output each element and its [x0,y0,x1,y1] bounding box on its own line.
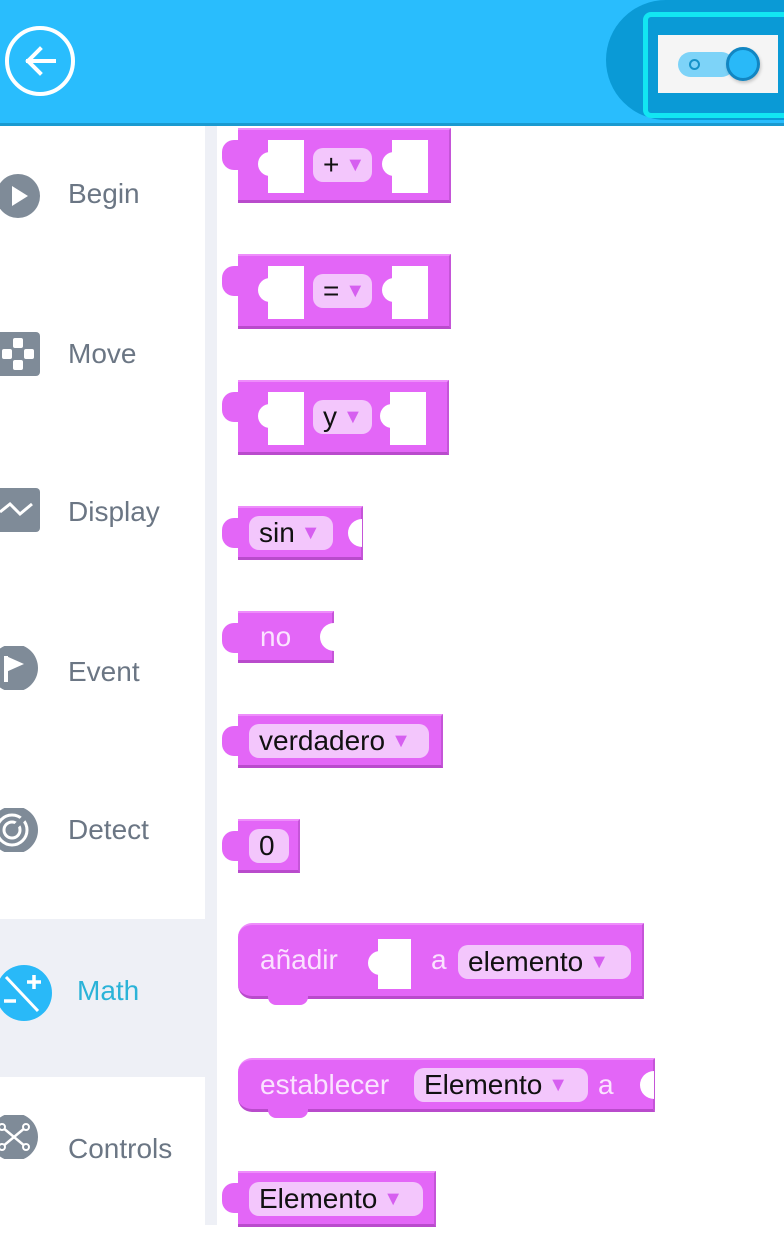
chart-line-icon [0,488,40,532]
gamepad-icon [0,332,40,376]
sidebar-item-math[interactable]: Math [0,919,217,1077]
input-socket-right[interactable] [390,392,426,445]
variable-dropdown[interactable]: Elemento▼ [249,1182,423,1216]
play-circle-icon [0,174,40,218]
toggle-card [658,35,778,93]
caret-down-icon: ▼ [589,950,609,973]
sidebar-item-move[interactable]: Move [0,284,217,442]
next-connector [268,995,308,1005]
caret-down-icon: ▼ [391,729,411,752]
sidebar-item-label: Detect [68,814,149,845]
number-input[interactable]: 0 [249,829,289,863]
network-icon [0,1115,38,1159]
input-socket-left[interactable] [268,140,304,193]
header [0,0,784,126]
sidebar-item-label: Display [68,496,160,527]
sidebar-item-label: Move [68,338,137,369]
sidebar-item-begin[interactable]: Begin [0,126,217,284]
toggle-off-indicator [689,59,700,70]
arrow-left-icon [25,46,56,76]
function-dropdown[interactable]: sin▼ [249,516,333,550]
operator-dropdown[interactable]: =▼ [313,274,372,308]
input-socket-left[interactable] [268,392,304,445]
sidebar-item-detect[interactable]: Detect [0,758,217,916]
sidebar-item-event[interactable]: Event [0,600,217,758]
input-socket[interactable] [378,939,411,989]
toggle-knob[interactable] [726,47,760,81]
operator-dropdown[interactable]: +▼ [313,148,372,182]
back-button[interactable] [5,26,75,96]
sidebar-item-label: Event [68,656,140,687]
sidebar-item-display[interactable]: Display [0,442,217,600]
sidebar-item-label: Math [77,975,140,1006]
plus-minus-icon [0,965,52,1021]
caret-down-icon: ▼ [383,1187,404,1210]
input-socket[interactable] [640,1071,654,1099]
sidebar-item-controls[interactable]: Controls [0,1077,217,1235]
toggle-switch-icon[interactable] [678,52,734,77]
sidebar-item-label: Controls [68,1133,173,1164]
boolean-dropdown[interactable]: verdadero▼ [249,724,429,758]
variable-dropdown[interactable]: elemento▼ [458,945,631,979]
variable-dropdown[interactable]: Elemento▼ [414,1068,588,1102]
caret-down-icon: ▼ [345,279,366,302]
caret-down-icon: ▼ [343,405,363,428]
radar-icon [0,808,38,852]
input-socket-left[interactable] [268,266,304,319]
input-socket[interactable] [348,519,362,547]
sidebar-item-label: Begin [68,178,140,209]
mode-toggle-button[interactable] [643,12,784,118]
flag-circle-icon [0,646,38,690]
input-socket-right[interactable] [392,140,428,193]
next-connector [268,1108,308,1118]
caret-down-icon: ▼ [300,521,321,544]
input-socket-right[interactable] [392,266,428,319]
operator-dropdown[interactable]: y▼ [313,400,372,434]
caret-down-icon: ▼ [345,153,366,176]
input-socket[interactable] [320,623,334,651]
caret-down-icon: ▼ [548,1073,569,1096]
